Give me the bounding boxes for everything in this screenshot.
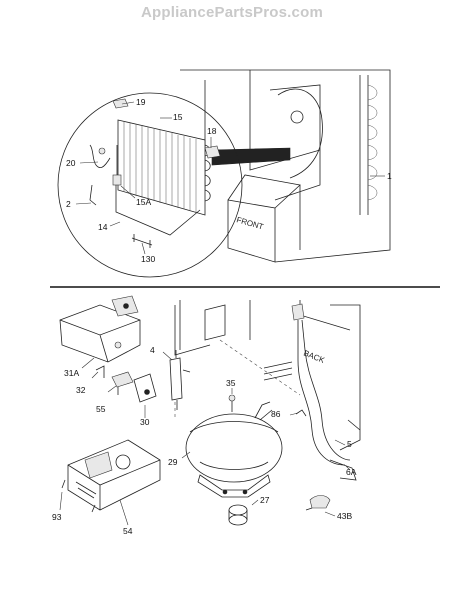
part-55-relay [111, 371, 134, 395]
part-86-clip [295, 409, 307, 417]
callout-4: 4 [150, 345, 155, 355]
callout-30: 30 [140, 417, 150, 427]
callout-6a: 6A [346, 467, 357, 477]
callout-15a: 15A [136, 197, 151, 207]
part-4-filter-drier [169, 350, 191, 410]
part-30-overload [133, 373, 157, 403]
callout-20: 20 [66, 158, 76, 168]
top-cabinet-illustration [180, 69, 391, 263]
callout-54: 54 [123, 526, 133, 536]
part-29-compressor [185, 401, 283, 498]
part-43b-clip [305, 495, 331, 511]
callout-130: 130 [141, 254, 155, 264]
callout-29: 29 [168, 457, 178, 467]
part-31a-drain-pan [59, 295, 141, 363]
callout-31a: 31A [64, 368, 79, 378]
part-27-grommet [228, 504, 248, 526]
front-label: FRONT [235, 215, 264, 231]
callout-14: 14 [98, 222, 108, 232]
callout-93: 93 [52, 512, 62, 522]
watermark-text: AppliancePartsPros.com [141, 4, 323, 21]
callout-15: 15 [173, 112, 183, 122]
callout-43b: 43B [337, 511, 352, 521]
part-54-control-box [67, 439, 161, 511]
bottom-leader-lines [59, 351, 351, 526]
callout-86: 86 [271, 409, 281, 419]
part-5-wire-harness [263, 303, 357, 481]
callout-27: 27 [260, 495, 270, 505]
callout-5: 5 [347, 439, 352, 449]
part-35-screw [228, 394, 236, 412]
callout-19: 19 [136, 97, 146, 107]
top-leader-lines [75, 101, 385, 255]
callout-32: 32 [76, 385, 86, 395]
callout-18: 18 [207, 126, 217, 136]
callout-2: 2 [66, 199, 71, 209]
callout-35: 35 [226, 378, 236, 388]
part-32-clip [95, 365, 105, 378]
callout-55: 55 [96, 404, 106, 414]
callout-1: 1 [387, 171, 392, 181]
part-93-screws [61, 479, 96, 513]
magnified-evaporator-detail [57, 92, 243, 278]
